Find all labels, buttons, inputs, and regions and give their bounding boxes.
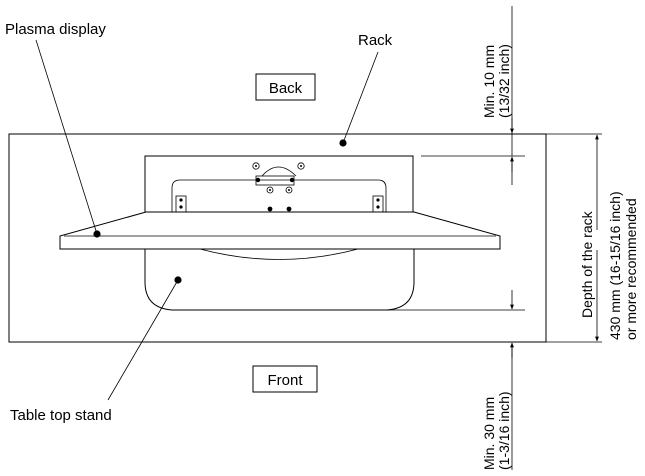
depth-line1: Depth of the rack	[579, 210, 595, 318]
min-bottom-line1: Min. 30 mm	[481, 397, 497, 470]
rack-outline	[8, 133, 547, 343]
table-top-stand-label: Table top stand	[10, 407, 112, 424]
front-label: Front	[267, 372, 303, 389]
rack-depth-dimension	[546, 133, 602, 343]
bottom-clearance-dimension	[341, 290, 525, 470]
back-label: Back	[269, 80, 303, 97]
back-label-box	[255, 73, 316, 101]
front-label-box	[252, 365, 318, 393]
min-top-line1: Min. 10 mm	[481, 45, 497, 118]
depth-line2: 430 mm (16-15/16 inch)	[607, 191, 623, 340]
rack-label: Rack	[358, 32, 393, 49]
display-rear-housing	[144, 155, 414, 213]
plasma-display-label: Plasma display	[5, 21, 106, 38]
min-top-line2: (13/32 inch)	[496, 44, 512, 118]
min-bottom-line2: (1-3/16 inch)	[496, 391, 512, 470]
top-clearance-dimension	[421, 6, 525, 185]
table-top-stand	[144, 248, 415, 311]
plasma-display-panel	[59, 211, 501, 250]
depth-line3: or more recommended	[623, 198, 639, 340]
